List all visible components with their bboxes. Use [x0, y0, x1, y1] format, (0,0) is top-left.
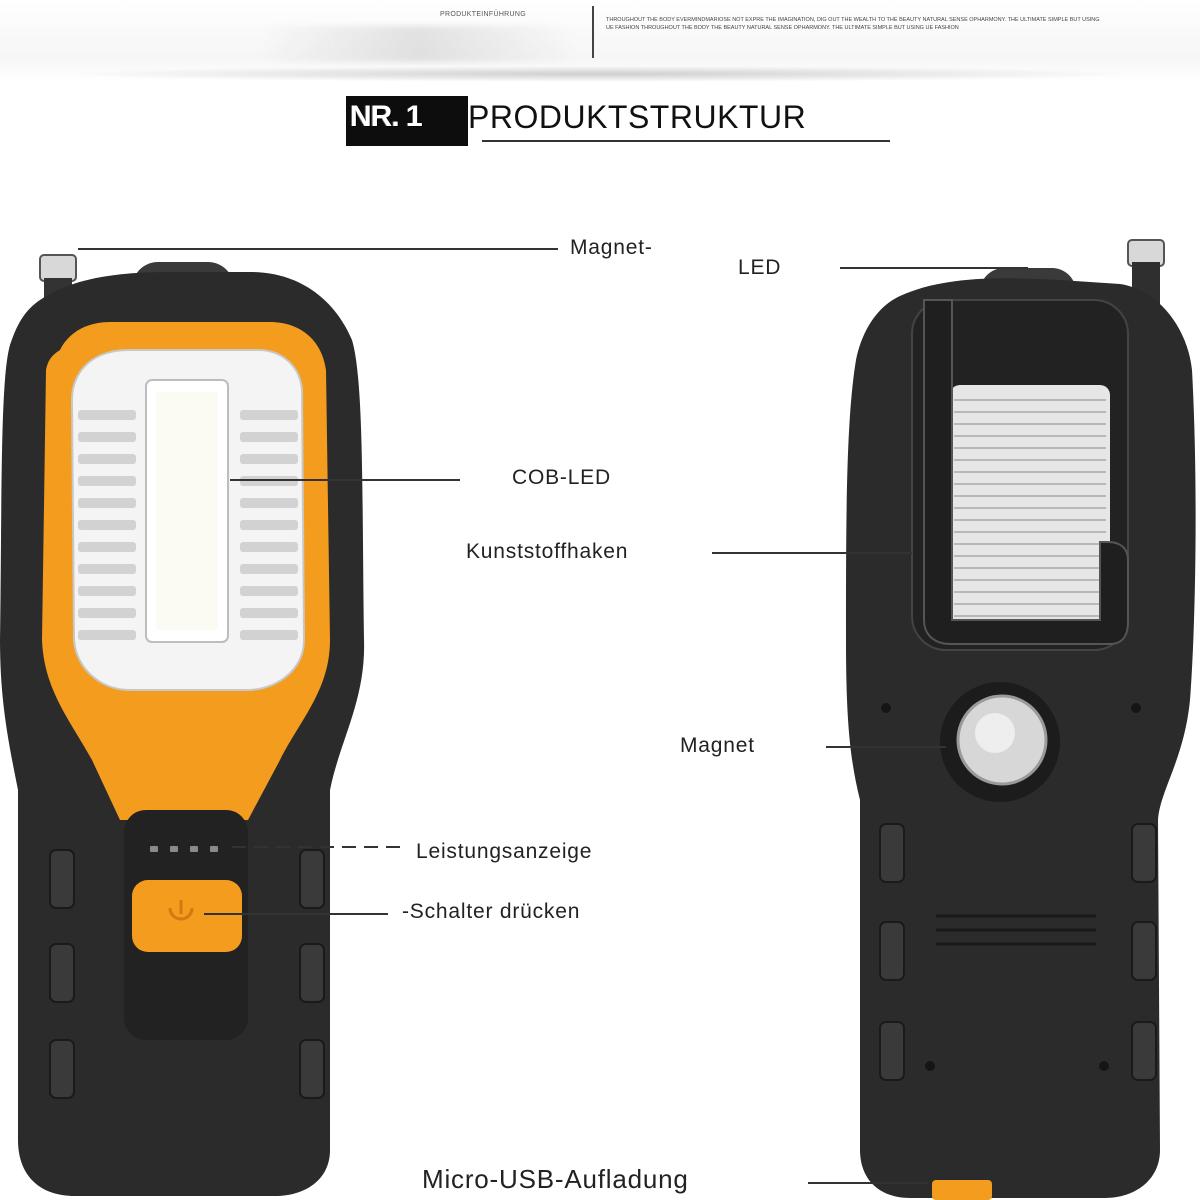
- header-shadow: [60, 66, 1140, 82]
- cob-led-leader: [230, 479, 460, 481]
- header-strip: [0, 0, 1200, 82]
- magnet-top-label: Magnet-: [570, 236, 653, 259]
- intro-label: PRODUKTEINFÜHRUNG: [440, 11, 526, 18]
- heat-sink-fins: [954, 399, 1106, 617]
- led-leader: [840, 267, 1028, 269]
- switch-leader: [204, 913, 388, 915]
- front-side-grips: [49, 849, 325, 1099]
- intro-text: THROUGHOUT THE BODY EVERMINDMARIOSE NOT …: [606, 17, 1100, 31]
- section-title: PRODUKTSTRUKTUR: [468, 99, 807, 135]
- reflector-ribs-right: [240, 410, 298, 640]
- usb-port-cap[interactable]: [932, 1180, 992, 1200]
- magnet-leader: [826, 746, 946, 748]
- intro-blur-decoration: [258, 26, 578, 62]
- magnet-label: Magnet: [680, 734, 755, 757]
- usb-label: Micro-USB-Aufladung: [422, 1164, 689, 1194]
- led-label: LED: [738, 256, 782, 279]
- title-underline: [482, 140, 890, 142]
- power-indicator-leds: [150, 846, 218, 852]
- power-indicator-leader: [232, 846, 402, 848]
- back-screws: [881, 703, 1141, 1071]
- reflector-ribs-left: [78, 410, 136, 640]
- magnet-highlight: [975, 713, 1015, 753]
- section-number-badge: NR. 1: [346, 96, 468, 146]
- back-side-grips: [879, 823, 1157, 1081]
- cob-led-label: COB-LED: [512, 466, 611, 489]
- header-divider: [592, 6, 594, 58]
- cob-led-chip: [156, 392, 218, 630]
- power-indicator-label: Leistungsanzeige: [416, 840, 593, 863]
- section-number: NR. 1: [350, 100, 423, 133]
- back-vent-slots: [936, 914, 1096, 946]
- switch-label: -Schalter drücken: [402, 900, 581, 923]
- magnet-top-leader: [78, 248, 558, 250]
- hook-leader: [712, 552, 912, 554]
- plastic-hook[interactable]: [923, 299, 1129, 645]
- power-icon: [168, 900, 194, 921]
- usb-leader: [808, 1182, 928, 1184]
- hook-label: Kunststoffhaken: [466, 540, 629, 563]
